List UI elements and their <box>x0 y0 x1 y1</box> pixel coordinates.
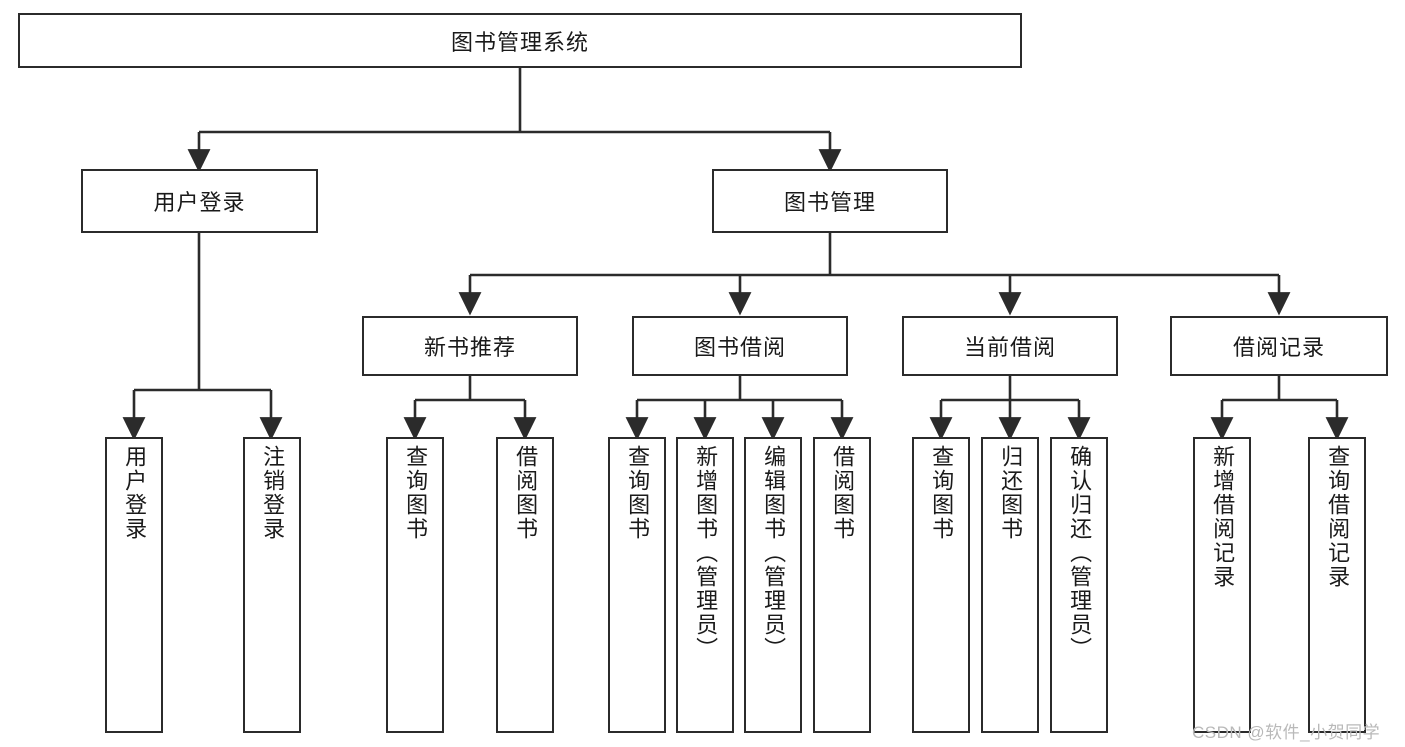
node-label: 图书管理系统 <box>450 29 589 55</box>
node-label: 新增图书（管理员） <box>693 445 719 661</box>
node-label: 编辑图书（管理员） <box>761 445 787 661</box>
node-borrow-record[interactable]: 借阅记录 <box>1170 316 1388 376</box>
node-leaf-return-book[interactable]: 归还图书 <box>981 437 1039 733</box>
node-label: 当前借阅 <box>963 335 1056 360</box>
node-leaf-add-book[interactable]: 新增图书（管理员） <box>676 437 734 733</box>
node-leaf-borrow-book-1[interactable]: 借阅图书 <box>496 437 554 733</box>
node-label: 确认归还（管理员） <box>1067 445 1093 661</box>
node-label: 新书推荐 <box>423 335 516 360</box>
node-label: 查询图书 <box>403 445 429 541</box>
node-label: 用户登录 <box>122 445 148 541</box>
node-root-system[interactable]: 图书管理系统 <box>18 13 1022 68</box>
node-label: 借阅记录 <box>1232 335 1325 360</box>
node-leaf-query-book-1[interactable]: 查询图书 <box>386 437 444 733</box>
node-label: 借阅图书 <box>830 445 856 541</box>
node-leaf-edit-book[interactable]: 编辑图书（管理员） <box>744 437 802 733</box>
node-label: 借阅图书 <box>513 445 539 541</box>
node-label: 图书管理 <box>783 190 876 215</box>
node-leaf-query-book-2[interactable]: 查询图书 <box>608 437 666 733</box>
node-label: 图书借阅 <box>693 335 786 360</box>
node-book-borrow[interactable]: 图书借阅 <box>632 316 848 376</box>
node-label: 用户登录 <box>153 190 246 215</box>
node-new-book-recommend[interactable]: 新书推荐 <box>362 316 578 376</box>
node-label: 查询图书 <box>929 445 955 541</box>
node-label: 注销登录 <box>260 445 286 541</box>
node-leaf-confirm-return[interactable]: 确认归还（管理员） <box>1050 437 1108 733</box>
node-leaf-user-login[interactable]: 用户登录 <box>105 437 163 733</box>
node-label: 查询借阅记录 <box>1325 445 1351 589</box>
node-leaf-logout-login[interactable]: 注销登录 <box>243 437 301 733</box>
node-leaf-borrow-book-2[interactable]: 借阅图书 <box>813 437 871 733</box>
node-book-management[interactable]: 图书管理 <box>712 169 948 233</box>
node-leaf-add-record[interactable]: 新增借阅记录 <box>1193 437 1251 733</box>
node-label: 查询图书 <box>625 445 651 541</box>
node-leaf-query-book-3[interactable]: 查询图书 <box>912 437 970 733</box>
node-label: 新增借阅记录 <box>1210 445 1236 589</box>
node-label: 归还图书 <box>998 445 1024 541</box>
node-leaf-query-record[interactable]: 查询借阅记录 <box>1308 437 1366 733</box>
csdn-watermark: CSDN @软件_小贺同学 <box>1192 723 1381 742</box>
node-user-login[interactable]: 用户登录 <box>81 169 318 233</box>
node-current-borrow[interactable]: 当前借阅 <box>902 316 1118 376</box>
